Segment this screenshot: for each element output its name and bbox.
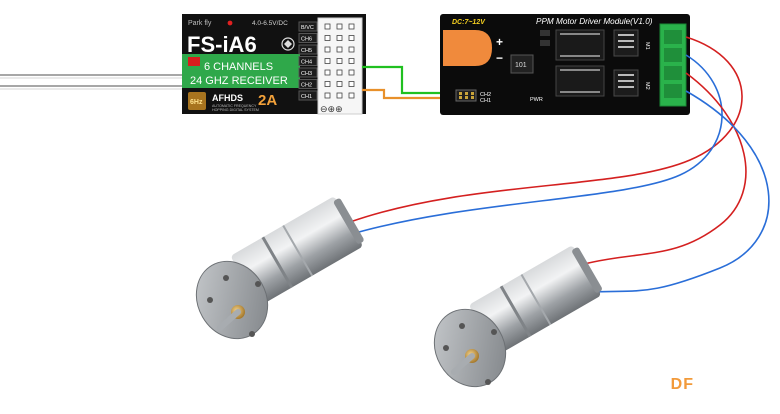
header-pin: [324, 23, 331, 30]
polarity-symbols: ⊖⊕⊕: [320, 104, 343, 114]
motor2-wire-red: [579, 72, 747, 266]
flysky-logo-icon: [188, 57, 200, 66]
dc-gear-motor-2: [433, 246, 602, 388]
header-pin: [336, 69, 343, 76]
screw-icon: [485, 379, 491, 385]
screw-icon: [207, 297, 213, 303]
port-label-ch3: CH3: [301, 71, 312, 77]
header-pin: [324, 35, 331, 41]
motor-driver-module: DC:7~12V PPM Motor Driver Module(V1.0) +…: [440, 14, 690, 115]
receiver-tagline-1: AUTOMATIC FREQUENCY: [212, 104, 257, 108]
header-pin: [348, 35, 355, 41]
signal-pin-header: [455, 89, 477, 102]
screw-icon: [223, 275, 229, 281]
driver-pin-ch1: CH1: [480, 98, 491, 104]
header-pin: [336, 23, 343, 30]
header-pin: [324, 69, 331, 76]
port-label-ch4: CH4: [301, 60, 312, 66]
m1-label: M1: [644, 42, 650, 50]
regulator-chip: [510, 54, 534, 74]
header-pin: [348, 58, 355, 64]
power-led-label: PWR: [530, 97, 543, 103]
screw-icon: [491, 329, 497, 335]
mosfet-1: [613, 29, 639, 57]
motor1-shaft: [217, 309, 241, 331]
motor2-wire-blue: [591, 90, 770, 293]
receiver-channels: 6 CHANNELS: [204, 61, 273, 73]
driver-pin-ch2: CH2: [480, 92, 491, 98]
receiver-model: FS-iA6: [187, 32, 257, 57]
header-pin: [336, 92, 343, 99]
motor1-wire-blue: [351, 54, 723, 235]
port-label-bvc: B/VC: [301, 25, 314, 31]
driver-title: PPM Motor Driver Module(V1.0): [536, 17, 653, 26]
header-pin: [324, 58, 331, 64]
header-pin: [348, 81, 355, 87]
mosfet-2: [613, 69, 639, 97]
motor1-wire-red: [349, 36, 743, 223]
receiver-tagline-2: HOPPING DIGITAL SYSTEM: [212, 108, 259, 112]
header-pin: [324, 92, 331, 99]
port-label-box: [298, 56, 318, 66]
receiver-voltage: 4.0-6.5V/DC: [252, 20, 288, 27]
status-led-icon: [227, 20, 233, 26]
port-label-box: [298, 90, 318, 101]
watermark: DF: [670, 376, 694, 393]
port-label-box: [298, 44, 318, 55]
receiver-frequency: 24 GHZ RECEIVER: [190, 75, 288, 87]
dc-input-label: DC:7~12V: [452, 19, 486, 26]
header-pin: [324, 81, 331, 87]
header-pin: [348, 69, 355, 76]
screw-icon: [443, 345, 449, 351]
screw-icon: [255, 281, 261, 287]
antenna-wires: [0, 74, 184, 90]
port-label-ch2: CH2: [301, 83, 312, 89]
header-pin: [348, 46, 355, 53]
svg-text:6Hz: 6Hz: [190, 99, 203, 106]
header-pin: [336, 46, 343, 53]
dc-minus: −: [496, 51, 503, 65]
port-label-ch1: CH1: [301, 94, 312, 100]
svg-text:101: 101: [515, 62, 527, 69]
signal-wire-ch1: [362, 88, 458, 100]
power-jack-icon: [443, 30, 492, 66]
dc-plus: +: [496, 35, 503, 49]
6hz-badge-icon: [188, 92, 206, 110]
pin-header-block: [317, 17, 363, 115]
header-pin: [348, 23, 355, 30]
header-pin: [348, 92, 355, 99]
certification-logo-icon: [281, 37, 295, 51]
signal-wire-ch2: [362, 65, 458, 95]
afhds-version: 2A: [258, 92, 277, 109]
header-pin: [336, 58, 343, 64]
port-label-ch6: CH6: [301, 37, 312, 43]
pin-grid: [324, 23, 355, 99]
port-label-ch5: CH5: [301, 48, 312, 54]
screw-icon: [459, 323, 465, 329]
dc-gear-motor-1: [195, 197, 364, 340]
header-pin: [336, 81, 343, 87]
port-label-box: [298, 67, 318, 78]
afhds-label: AFHDS: [212, 93, 243, 103]
receiver: Park fly 4.0-6.5V/DC FS-iA6 6 CHANNELS 2…: [182, 14, 366, 115]
m2-label: M2: [644, 82, 650, 90]
receiver-brand: Park fly: [188, 20, 212, 27]
motor2-shaft: [451, 353, 475, 375]
header-pin: [336, 35, 343, 41]
screw-icon: [249, 331, 255, 337]
port-label-box: [298, 33, 318, 43]
port-label-box: [298, 21, 318, 32]
header-pin: [324, 46, 331, 53]
receiver-green-band: [182, 54, 300, 88]
port-label-box: [298, 79, 318, 89]
